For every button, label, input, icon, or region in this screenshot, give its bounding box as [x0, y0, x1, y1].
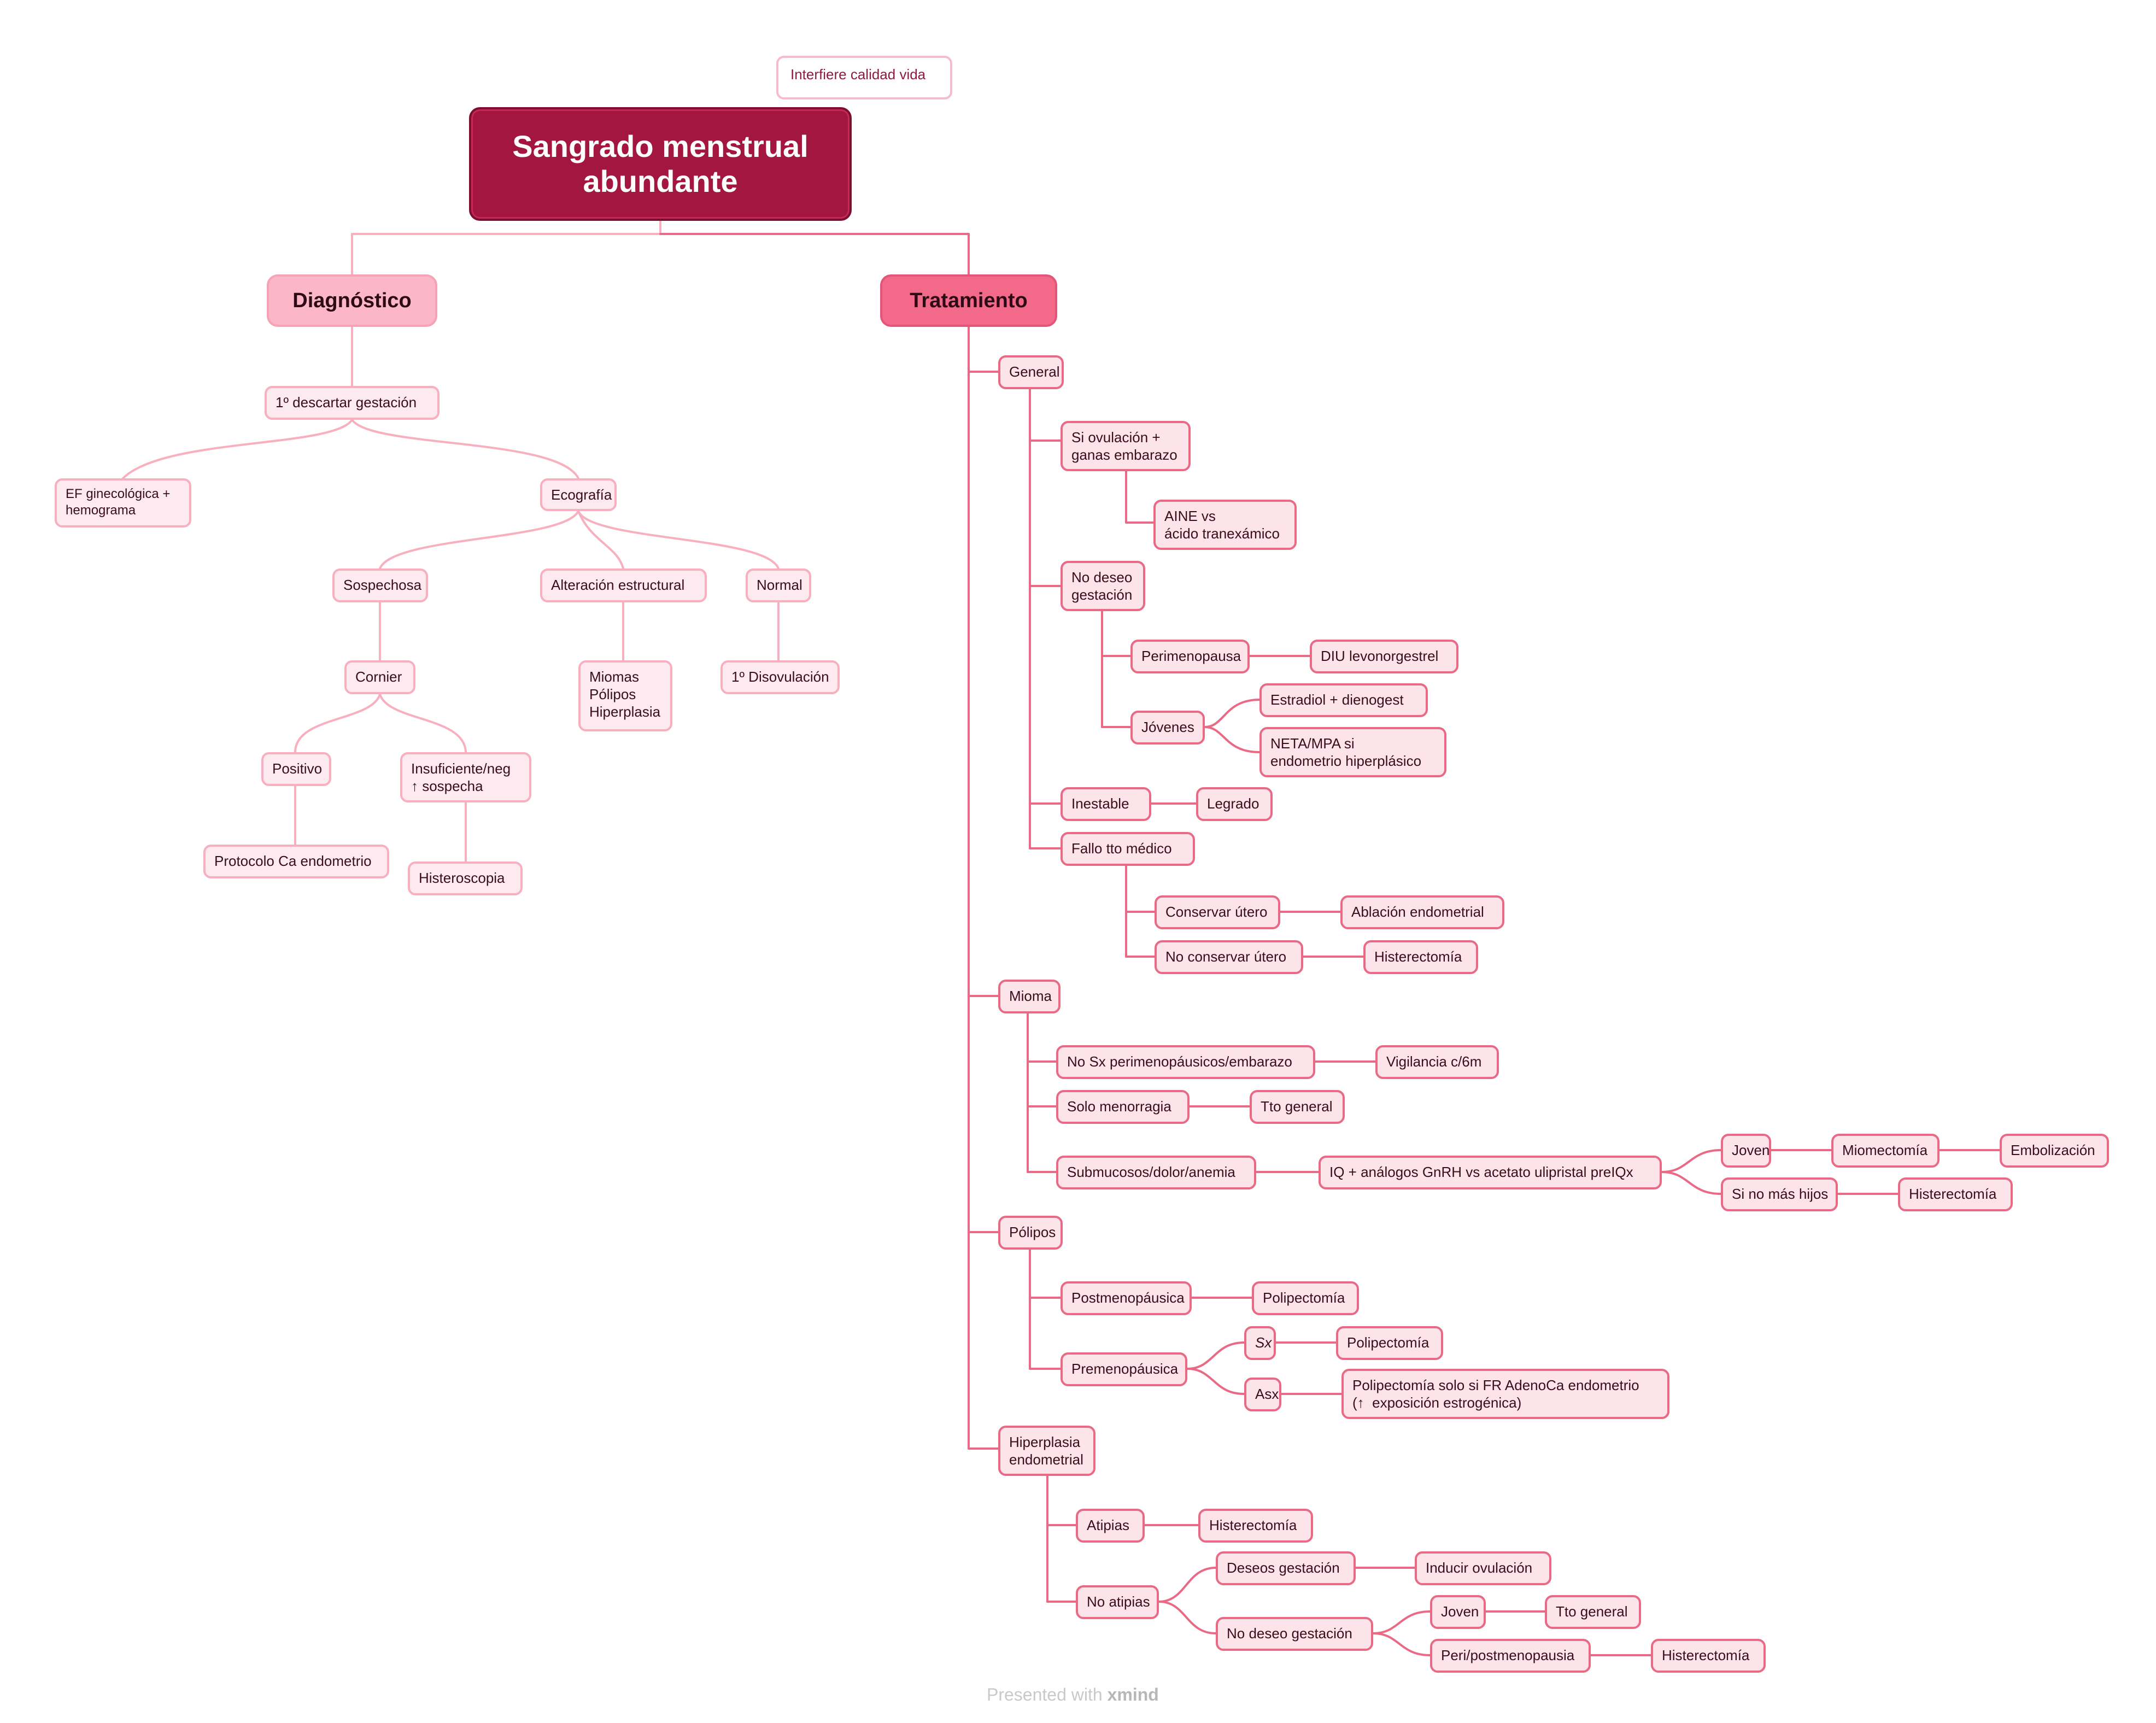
topic-miomectomia[interactable]: Miomectomía	[1831, 1134, 1940, 1168]
topic-disovulacion[interactable]: 1º Disovulación	[720, 660, 840, 694]
topic-perimenopausa[interactable]: Perimenopausa	[1130, 640, 1250, 673]
topic-polipectomia-sx[interactable]: Polipectomía	[1336, 1326, 1443, 1360]
topic-sx[interactable]: Sx	[1244, 1326, 1276, 1360]
topic-positivo[interactable]: Positivo	[261, 752, 331, 786]
topic-conservar-utero[interactable]: Conservar útero	[1155, 895, 1280, 929]
topic-polipectomia-post[interactable]: Polipectomía	[1252, 1281, 1359, 1315]
topic-histerectomia-atipias[interactable]: Histerectomía	[1198, 1509, 1313, 1543]
branch-tratamiento[interactable]: Tratamiento	[880, 274, 1057, 327]
xmind-logo: xmind	[1107, 1685, 1159, 1704]
topic-polipectomia-fr[interactable]: Polipectomía solo si FR AdenoCa endometr…	[1341, 1369, 1669, 1419]
topic-insuficiente-neg[interactable]: Insuficiente/neg ↑ sospecha	[400, 752, 531, 802]
topic-histerectomia-general[interactable]: Histerectomía	[1363, 940, 1478, 974]
topic-sospechosa[interactable]: Sospechosa	[332, 569, 428, 602]
topic-si-ovulacion[interactable]: Si ovulación + ganas embarazo	[1061, 421, 1191, 471]
topic-deseos-gestacion[interactable]: Deseos gestación	[1216, 1551, 1356, 1585]
topic-joven-hiperplasia[interactable]: Joven	[1430, 1595, 1486, 1629]
topic-general[interactable]: General	[998, 355, 1064, 389]
topic-descartar-gestacion[interactable]: 1º descartar gestación	[265, 386, 440, 420]
topic-peri-postmenopausia[interactable]: Peri/postmenopausia	[1430, 1639, 1591, 1673]
topic-ablacion-endometrial[interactable]: Ablación endometrial	[1340, 895, 1504, 929]
topic-normal[interactable]: Normal	[746, 569, 811, 602]
topic-legrado[interactable]: Legrado	[1196, 787, 1273, 821]
topic-polipos[interactable]: Pólipos	[998, 1216, 1063, 1250]
topic-tto-general-hiperplasia[interactable]: Tto general	[1545, 1595, 1641, 1629]
topic-premenopausica[interactable]: Premenopáusica	[1061, 1352, 1187, 1386]
topic-miomas-polipos-hiperplasia[interactable]: Miomas Pólipos Hiperplasia	[578, 660, 672, 731]
topic-diu-levonorgestrel[interactable]: DIU levonorgestrel	[1310, 640, 1458, 673]
branch-diagnostico[interactable]: Diagnóstico	[267, 274, 437, 327]
topic-si-no-mas-hijos[interactable]: Si no más hijos	[1721, 1177, 1838, 1211]
topic-fallo-tto-medico[interactable]: Fallo tto médico	[1061, 832, 1195, 866]
topic-no-conservar-utero[interactable]: No conservar útero	[1155, 940, 1303, 974]
topic-postmenopausica[interactable]: Postmenopáusica	[1061, 1281, 1192, 1315]
topic-cornier[interactable]: Cornier	[344, 660, 415, 694]
topic-submucosos[interactable]: Submucosos/dolor/anemia	[1056, 1156, 1256, 1189]
topic-mioma[interactable]: Mioma	[998, 980, 1061, 1013]
topic-iq-analogos[interactable]: IQ + análogos GnRH vs acetato ulipristal…	[1319, 1156, 1662, 1189]
floating-topic[interactable]: Interfiere calidad vida	[776, 56, 952, 99]
topic-no-deseo-gestacion[interactable]: No deseo gestación	[1061, 561, 1145, 611]
topic-inducir-ovulacion[interactable]: Inducir ovulación	[1415, 1551, 1551, 1585]
central-topic[interactable]: Sangrado menstrual abundante	[469, 107, 852, 221]
topic-neta-mpa[interactable]: NETA/MPA si endometrio hiperplásico	[1259, 727, 1446, 777]
topic-aine[interactable]: AINE vs ácido tranexámico	[1153, 500, 1297, 550]
topic-ecografia[interactable]: Ecografía	[540, 478, 617, 511]
presented-with-footer: Presented with xmind	[987, 1685, 1159, 1705]
topic-histerectomia-hiperplasia[interactable]: Histerectomía	[1651, 1639, 1766, 1673]
topic-embolizacion[interactable]: Embolización	[2000, 1134, 2109, 1168]
topic-no-deseo-gestacion-hiperplasia[interactable]: No deseo gestación	[1216, 1617, 1373, 1651]
topic-estradiol-dienogest[interactable]: Estradiol + dienogest	[1259, 683, 1428, 717]
footer-text: Presented with	[987, 1685, 1103, 1704]
topic-inestable[interactable]: Inestable	[1061, 787, 1151, 821]
topic-histerectomia-mioma[interactable]: Histerectomía	[1898, 1177, 2013, 1211]
topic-jovenes[interactable]: Jóvenes	[1130, 711, 1205, 745]
topic-no-sx-perimenopausicos[interactable]: No Sx perimenopáusicos/embarazo	[1056, 1045, 1315, 1079]
topic-joven-mioma[interactable]: Joven	[1721, 1134, 1771, 1168]
topic-histeroscopia[interactable]: Histeroscopia	[408, 862, 523, 895]
topic-alteracion-estructural[interactable]: Alteración estructural	[540, 569, 707, 602]
topic-vigilancia[interactable]: Vigilancia c/6m	[1375, 1045, 1499, 1079]
topic-protocolo-ca-endometrio[interactable]: Protocolo Ca endometrio	[203, 845, 389, 878]
topic-asx[interactable]: Asx	[1244, 1378, 1281, 1411]
topic-tto-general-mioma[interactable]: Tto general	[1250, 1090, 1345, 1124]
topic-solo-menorragia[interactable]: Solo menorragia	[1056, 1090, 1190, 1124]
topic-atipias[interactable]: Atipias	[1076, 1509, 1145, 1543]
topic-no-atipias[interactable]: No atipias	[1076, 1585, 1159, 1619]
topic-hiperplasia-endometrial[interactable]: Hiperplasia endometrial	[998, 1426, 1095, 1476]
topic-ef-ginecologica[interactable]: EF ginecológica + hemograma	[55, 478, 191, 528]
